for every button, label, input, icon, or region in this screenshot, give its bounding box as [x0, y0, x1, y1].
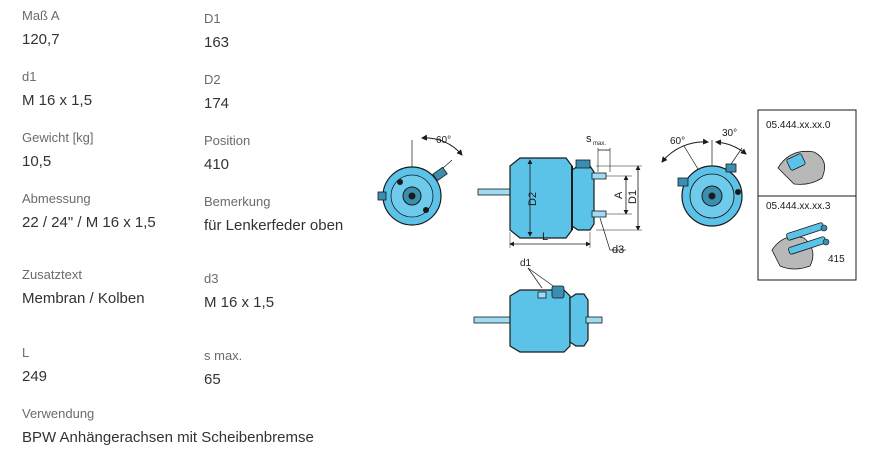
angle-label: 60°	[436, 135, 451, 146]
spec-value: 10,5	[22, 153, 52, 170]
spec-label: L	[22, 345, 30, 360]
variant-2-position: 415	[828, 254, 845, 265]
d1-dim-label: D1	[627, 190, 639, 204]
spec-mass-a: Maß A 120,7	[22, 8, 60, 49]
spec-additional-text: Zusatztext Membran / Kolben	[22, 267, 145, 308]
spec-label: d3	[204, 271, 219, 286]
spec-length: L 249	[22, 345, 47, 386]
angle-label-a: 60°	[670, 136, 685, 147]
spec-value: 22 / 24" / M 16 x 1,5	[22, 214, 156, 231]
spec-s-max: s max. 65	[204, 348, 242, 389]
variant-box-1: 05.444.xx.xx.0	[757, 109, 857, 197]
spec-label: Position	[204, 133, 251, 148]
spec-value: Membran / Kolben	[22, 290, 145, 307]
spec-usage: Verwendung BPW Anhängerachsen mit Scheib…	[22, 406, 314, 447]
spec-value: 163	[204, 34, 230, 51]
spec-d2: D2 174	[204, 72, 229, 113]
side-view: D2 s max. A D1 L d3	[477, 133, 642, 256]
d3-label: d3	[612, 244, 624, 256]
s-sub-label: max.	[593, 141, 606, 147]
spec-label: Bemerkung	[204, 194, 271, 209]
spec-value: M 16 x 1,5	[22, 92, 93, 109]
variant-box-2: 05.444.xx.xx.3 415	[757, 195, 857, 281]
spec-d3: d3 M 16 x 1,5	[204, 271, 274, 312]
d1-small-label: d1	[520, 258, 532, 269]
d2-label: D2	[527, 192, 539, 206]
spec-d1: D1 163	[204, 11, 229, 52]
a-label: A	[613, 191, 625, 199]
spec-d1-thread: d1 M 16 x 1,5	[22, 69, 92, 110]
spec-value: 65	[204, 371, 221, 388]
spec-value: M 16 x 1,5	[204, 294, 275, 311]
spec-weight: Gewicht [kg] 10,5	[22, 130, 94, 171]
variant-1-label: 05.444.xx.xx.0	[766, 120, 831, 131]
brake-cylinder-drawing: 60° D2 s max. A D1	[377, 109, 857, 353]
technical-drawing: 60° D2 s max. A D1	[370, 100, 865, 360]
l-label: L	[542, 231, 548, 243]
side-view-lower: d1	[473, 258, 603, 353]
spec-value: 120,7	[22, 31, 60, 48]
front-view-right: 60° 30°	[661, 128, 747, 227]
spec-dimension: Abmessung 22 / 24" / M 16 x 1,5	[22, 191, 156, 232]
spec-label: d1	[22, 69, 37, 84]
spec-label: Abmessung	[22, 191, 91, 206]
spec-value: 174	[204, 95, 230, 112]
spec-label: Maß A	[22, 8, 60, 23]
spec-label: Zusatztext	[22, 267, 82, 282]
variant-2-label: 05.444.xx.xx.3	[766, 201, 831, 212]
spec-label: Verwendung	[22, 406, 95, 421]
s-label: s	[586, 133, 592, 145]
spec-value: für Lenkerfeder oben	[204, 217, 344, 234]
spec-value: 249	[22, 368, 48, 385]
spec-remark: Bemerkung für Lenkerfeder oben	[204, 194, 343, 235]
spec-label: D1	[204, 11, 221, 26]
angle-label-b: 30°	[722, 128, 737, 139]
spec-value: 410	[204, 156, 230, 173]
spec-position: Position 410	[204, 133, 250, 174]
spec-value: BPW Anhängerachsen mit Scheibenbremse	[22, 429, 314, 446]
spec-label: s max.	[204, 348, 243, 363]
spec-label: D2	[204, 72, 221, 87]
front-view-left: 60°	[377, 134, 463, 226]
spec-label: Gewicht [kg]	[22, 130, 94, 145]
